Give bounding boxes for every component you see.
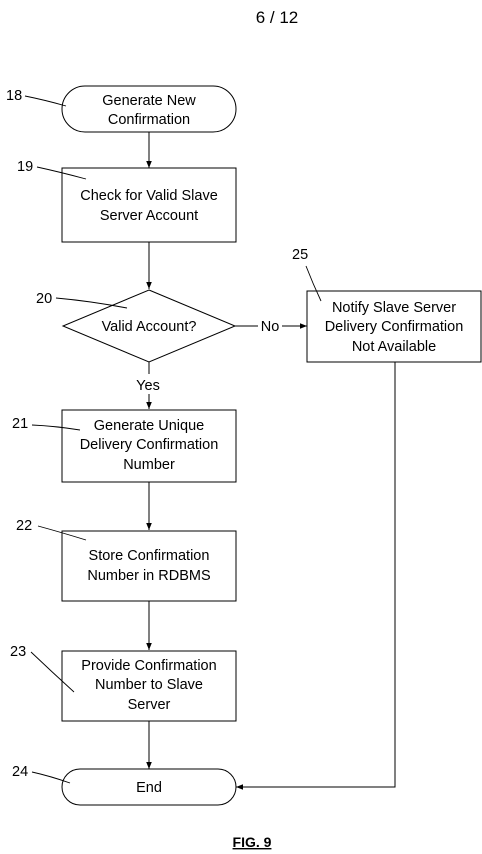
step-label-line: Not Available (352, 339, 436, 355)
figure-label: FIG. 9 (233, 834, 272, 850)
process-box (61, 409, 237, 483)
step-label-line: Confirmation (108, 112, 190, 128)
step-label-line: Generate Unique (94, 418, 204, 434)
connectors (146, 132, 396, 790)
arrow-25-to-24 (236, 362, 396, 790)
step-label-line: End (136, 780, 162, 796)
reference-numeral: 19 (17, 159, 33, 175)
reference-numeral: 20 (36, 291, 52, 307)
step-label-line: Generate New (102, 93, 196, 109)
terminator-shape (61, 85, 237, 133)
leader-line (24, 95, 67, 107)
reference-numeral: 24 (12, 764, 28, 780)
leader-line (36, 166, 87, 180)
step-label-line: Provide Confirmation (81, 658, 216, 674)
reference-numeral: 18 (6, 88, 22, 104)
reference-numeral: 21 (12, 416, 28, 432)
step-provide-confirmation-number: Provide Confirmation Number to Slave Ser… (10, 644, 237, 722)
step-label-line: Notify Slave Server (332, 300, 456, 316)
reference-numeral: 22 (16, 518, 32, 534)
step-store-confirmation-number: Store Confirmation Number in RDBMS 22 (16, 518, 237, 602)
step-label-line: Delivery Confirmation (325, 319, 464, 335)
step-generate-unique-number: Generate Unique Delivery Confirmation Nu… (12, 409, 237, 483)
step-label-line: Delivery Confirmation (80, 437, 219, 453)
step-label-line: Number (123, 457, 175, 473)
step-notify-not-available: Notify Slave Server Delivery Confirmatio… (292, 247, 482, 363)
reference-numeral: 25 (292, 247, 308, 263)
reference-numeral: 23 (10, 644, 26, 660)
terminator-shape (61, 768, 237, 806)
no-branch-label: No (261, 319, 280, 335)
process-box (306, 290, 482, 363)
yes-branch-label: Yes (136, 378, 160, 394)
step-label-line: Server Account (100, 208, 198, 224)
process-box (61, 530, 237, 602)
leader-line (31, 424, 81, 431)
step-label-line: Store Confirmation (89, 548, 210, 564)
leader-line (55, 297, 128, 309)
leader-line (30, 651, 75, 693)
leader-line (37, 525, 87, 541)
step-end: End 24 (12, 764, 237, 806)
step-check-valid-account: Check for Valid Slave Server Account 19 (17, 159, 237, 243)
step-generate-new-confirmation: Generate New Confirmation 18 (6, 85, 237, 133)
step-label-line: Number to Slave (95, 677, 203, 693)
step-label-line: Server (128, 697, 171, 713)
decision-diamond (61, 289, 237, 363)
process-box (61, 650, 237, 722)
process-box (61, 167, 237, 243)
step-label-line: Valid Account? (102, 319, 197, 335)
step-label-line: Number in RDBMS (87, 568, 210, 584)
leader-line (31, 771, 71, 784)
step-label-line: Check for Valid Slave (80, 188, 218, 204)
step-valid-account-decision: Valid Account? 20 (36, 289, 237, 363)
leader-line (305, 265, 322, 302)
page-number: 6 / 12 (256, 8, 299, 27)
